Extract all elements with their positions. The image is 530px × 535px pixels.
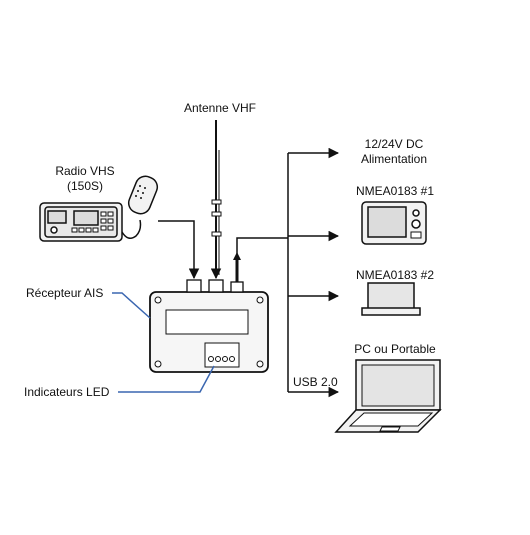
receiver-label: Récepteur AIS [26, 286, 104, 300]
radio-handset [121, 175, 159, 239]
nmea2-device [361, 282, 421, 316]
receiver-leader [112, 292, 151, 319]
power-label: 12/24V DC Alimentation [344, 137, 444, 167]
nmea1-label: NMEA0183 #1 [355, 184, 435, 198]
led-leader [118, 365, 215, 393]
power-label-line1: 12/24V DC [364, 137, 424, 151]
power-label-line2: Alimentation [360, 152, 428, 166]
nmea2-label: NMEA0183 #2 [355, 268, 435, 282]
laptop [334, 359, 442, 433]
usb-label: USB 2.0 [293, 375, 338, 389]
nmea1-display [361, 201, 427, 245]
radio-label-line1: Radio VHS [55, 164, 115, 178]
output-bus [236, 147, 340, 398]
bus-up-arrow [233, 252, 241, 260]
led-indicators [208, 356, 235, 362]
leds-label: Indicateurs LED [24, 385, 110, 399]
radio-label-line2: (150S) [66, 179, 104, 193]
pc-label: PC ou Portable [354, 342, 436, 356]
antenna-label: Antenne VHF [183, 101, 257, 115]
radio-label: Radio VHS (150S) [40, 164, 130, 194]
radio-link [158, 220, 200, 280]
ais-receiver-box [149, 258, 269, 373]
vhf-radio [39, 202, 123, 242]
